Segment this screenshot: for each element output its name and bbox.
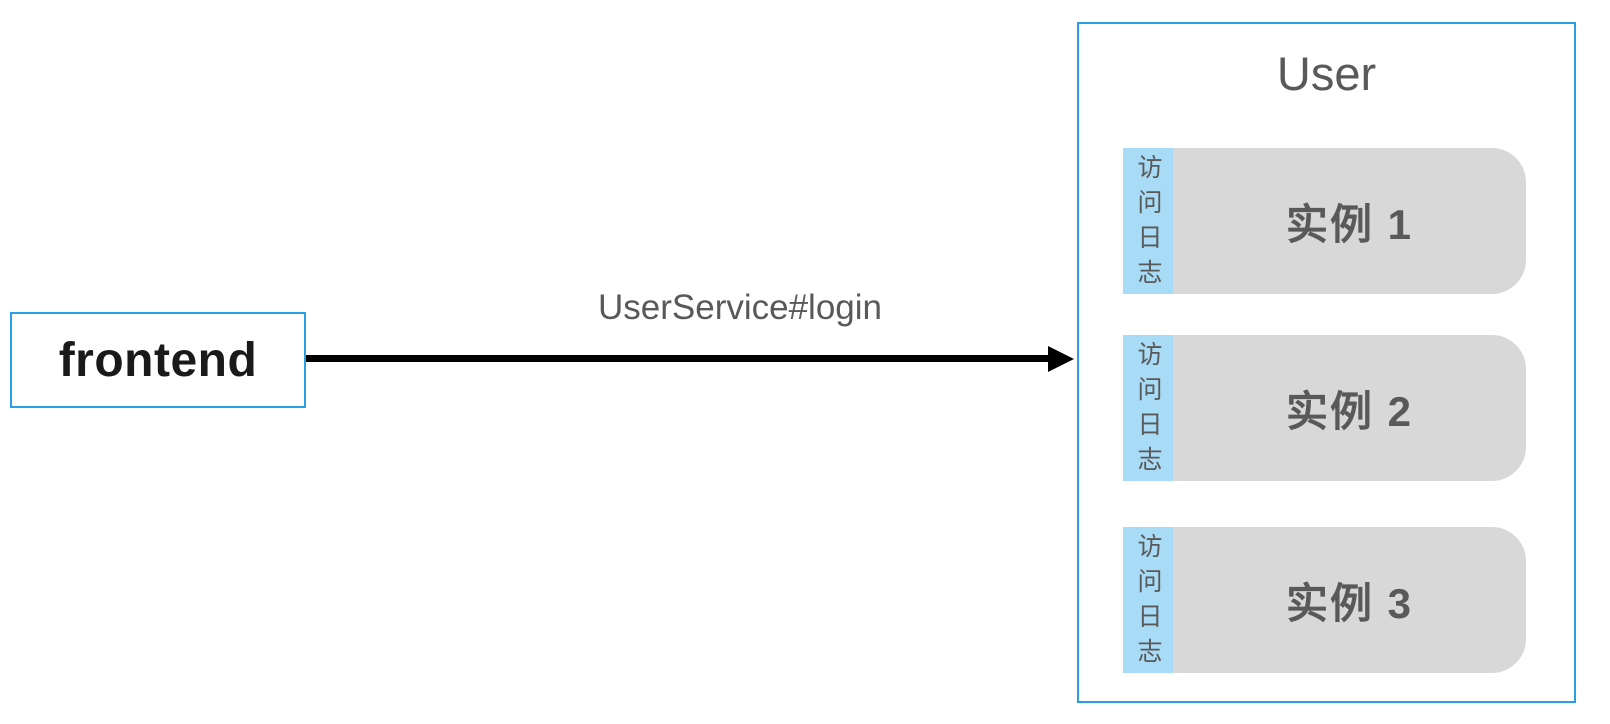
instance-label-1: 实例 1 <box>1285 200 1414 248</box>
frontend-label: frontend <box>58 333 258 387</box>
access-log-strip-3: 访问日志 <box>1123 527 1173 673</box>
instance-node-1: 实例 1 <box>1173 148 1526 294</box>
user-group-title: User <box>1276 47 1377 100</box>
request-arrow-label: UserService#login <box>597 288 883 327</box>
instance-label-3: 实例 3 <box>1285 579 1414 627</box>
request-arrow-line <box>306 355 1050 362</box>
instance-row-1: 访问日志 实例 1 <box>1123 148 1526 294</box>
instance-row-3: 访问日志 实例 3 <box>1123 527 1526 673</box>
access-log-strip-2: 访问日志 <box>1123 335 1173 481</box>
instance-label-2: 实例 2 <box>1285 387 1414 435</box>
instance-row-2: 访问日志 实例 2 <box>1123 335 1526 481</box>
frontend-node: frontend <box>10 312 306 408</box>
user-group-container: User 访问日志 实例 1 访问日志 实例 2 访问日志 实例 3 <box>1077 22 1576 703</box>
access-log-strip-1: 访问日志 <box>1123 148 1173 294</box>
instance-node-2: 实例 2 <box>1173 335 1526 481</box>
request-arrowhead-icon <box>1048 346 1074 372</box>
instance-node-3: 实例 3 <box>1173 527 1526 673</box>
